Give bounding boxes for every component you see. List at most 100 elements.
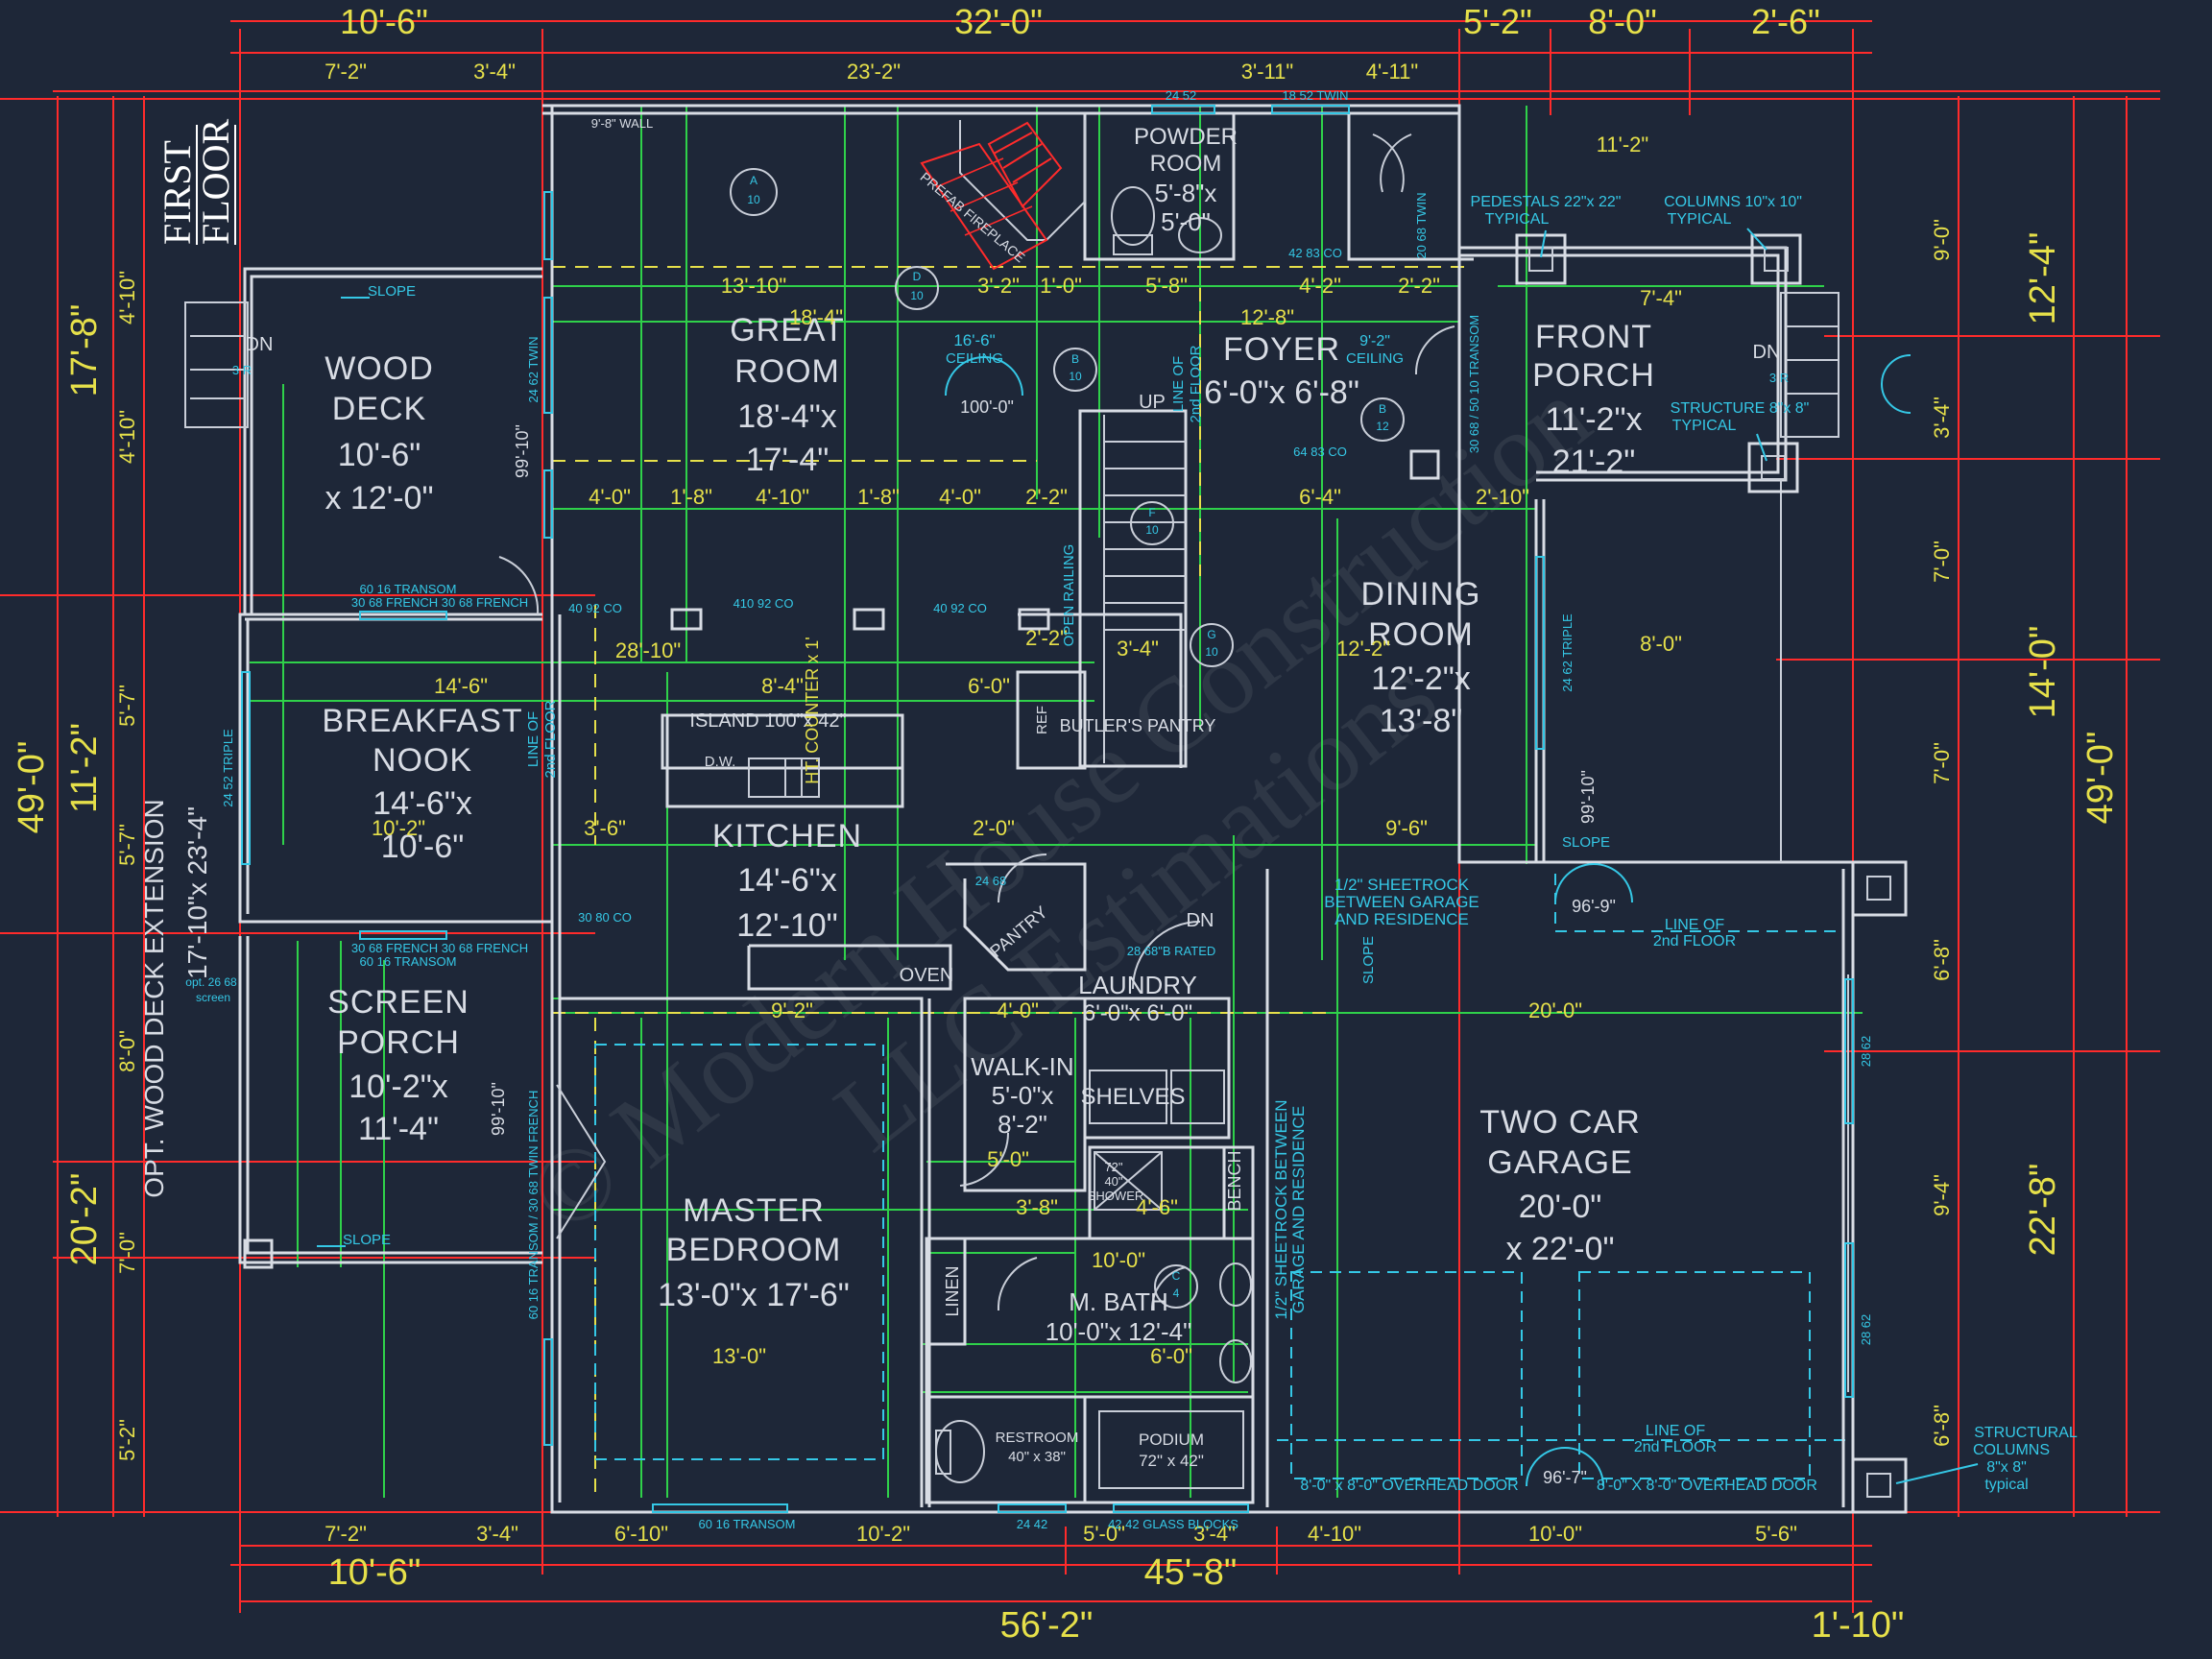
svg-text:17'-8": 17'-8" (64, 304, 105, 397)
svg-text:8"x 8": 8"x 8" (1986, 1459, 2027, 1476)
svg-text:STRUCTURE 8"x 8": STRUCTURE 8"x 8" (1671, 400, 1810, 417)
svg-text:60 16 TRANSOM / 30 68 TWIN FRE: 60 16 TRANSOM / 30 68 TWIN FRENCH (526, 1091, 541, 1320)
svg-text:99'-10": 99'-10" (1578, 770, 1598, 824)
svg-text:4'-10": 4'-10" (1308, 1522, 1361, 1546)
svg-text:18'-4"x: 18'-4"x (737, 398, 837, 435)
svg-text:2nd FLOOR: 2nd FLOOR (542, 700, 559, 778)
svg-text:OPT. WOOD DECK EXTENSION: OPT. WOOD DECK EXTENSION (139, 799, 169, 1197)
svg-text:A: A (750, 174, 757, 187)
svg-text:BREAKFAST: BREAKFAST (322, 703, 522, 739)
svg-text:SLOPE: SLOPE (343, 1232, 391, 1248)
svg-text:17'-10"x 23'-4": 17'-10"x 23'-4" (182, 806, 212, 979)
svg-text:2'-2": 2'-2" (1025, 485, 1068, 509)
svg-text:24 52: 24 52 (1166, 88, 1197, 103)
svg-text:PORCH: PORCH (1532, 357, 1655, 394)
svg-text:SCREEN: SCREEN (327, 984, 469, 1021)
svg-text:6'-10": 6'-10" (614, 1522, 668, 1546)
svg-text:2'-10": 2'-10" (1476, 485, 1529, 509)
svg-text:1/2" SHEETROCK: 1/2" SHEETROCK (1334, 876, 1470, 894)
svg-text:PODIUM: PODIUM (1139, 1431, 1204, 1449)
svg-text:LINE OF: LINE OF (525, 711, 541, 767)
svg-text:14'-6"x: 14'-6"x (737, 862, 837, 899)
svg-text:56'-2": 56'-2" (1000, 1605, 1094, 1646)
svg-text:1'-8": 1'-8" (670, 485, 712, 509)
svg-text:3'-4": 3'-4" (1193, 1522, 1236, 1546)
svg-text:45'-8": 45'-8" (1144, 1552, 1238, 1593)
svg-text:10'-0": 10'-0" (1092, 1248, 1145, 1272)
svg-text:23'-2": 23'-2" (847, 60, 901, 84)
svg-text:ISLAND 100"x 42": ISLAND 100"x 42" (689, 710, 846, 732)
svg-text:3'-4": 3'-4" (476, 1522, 518, 1546)
svg-text:NOOK: NOOK (373, 742, 472, 779)
svg-text:64 83 CO: 64 83 CO (1293, 445, 1347, 459)
svg-text:13'-0": 13'-0" (712, 1344, 766, 1368)
svg-text:COLUMNS: COLUMNS (1973, 1442, 2050, 1458)
svg-text:24 68: 24 68 (975, 874, 1007, 888)
svg-text:STRUCTURAL: STRUCTURAL (1974, 1425, 2078, 1441)
svg-text:5'-7": 5'-7" (115, 824, 139, 866)
svg-text:8'-0": 8'-0" (115, 1030, 139, 1072)
svg-text:PORCH: PORCH (337, 1024, 460, 1061)
svg-text:REF: REF (1034, 706, 1050, 734)
svg-text:GREAT: GREAT (730, 312, 845, 349)
svg-text:5'-6": 5'-6" (1755, 1522, 1797, 1546)
svg-text:10'-2": 10'-2" (856, 1522, 910, 1546)
svg-text:M. BATH: M. BATH (1069, 1287, 1168, 1316)
svg-text:30 68 FRENCH 30 68 FRENCH: 30 68 FRENCH 30 68 FRENCH (351, 941, 528, 955)
svg-text:ROOM: ROOM (1368, 616, 1474, 653)
svg-text:SHOWER: SHOWER (1088, 1189, 1144, 1203)
room-breakfast-nook: BREAKFAST NOOK 14'-6"x 10'-6" (322, 703, 522, 865)
svg-text:FOYER: FOYER (1223, 331, 1340, 368)
svg-text:F: F (1148, 506, 1155, 519)
svg-text:BUTLER'S PANTRY: BUTLER'S PANTRY (1060, 716, 1216, 735)
svg-text:FRONT: FRONT (1535, 319, 1652, 355)
svg-text:3'-11": 3'-11" (1241, 60, 1293, 84)
svg-text:PREFAB FIREPLACE: PREFAB FIREPLACE (918, 169, 1028, 265)
svg-text:28 62: 28 62 (1859, 1036, 1873, 1068)
walls (184, 104, 1908, 1514)
svg-text:OVEN: OVEN (900, 965, 954, 986)
svg-text:3'-6": 3'-6" (584, 816, 626, 840)
svg-text:B: B (1071, 352, 1079, 366)
svg-text:10: 10 (1205, 645, 1218, 659)
svg-text:11'-2": 11'-2" (1597, 132, 1648, 156)
svg-text:2'-6": 2'-6" (1751, 2, 1820, 41)
svg-text:BETWEEN GARAGE: BETWEEN GARAGE (1324, 893, 1479, 911)
svg-text:5'-0": 5'-0" (987, 1147, 1029, 1171)
svg-text:LINE OF: LINE OF (1170, 356, 1187, 412)
svg-text:30 68 FRENCH 30 68 FRENCH: 30 68 FRENCH 30 68 FRENCH (351, 595, 528, 610)
svg-text:10: 10 (1145, 523, 1159, 537)
svg-text:11'-4": 11'-4" (358, 1111, 439, 1147)
svg-text:6'-0": 6'-0" (1150, 1344, 1192, 1368)
svg-text:TYPICAL: TYPICAL (1672, 418, 1737, 434)
small-room-labels: BUTLER'S PANTRY PANTRY RESTROOM 40" x 38… (943, 716, 1244, 1470)
svg-text:3'-8": 3'-8" (1016, 1195, 1058, 1219)
svg-text:21'-2": 21'-2" (1552, 444, 1636, 480)
svg-text:LINE OF: LINE OF (1665, 917, 1724, 933)
room-foyer: FOYER 6'-0"x 6'-8" (1204, 331, 1359, 411)
svg-text:5'-7": 5'-7" (115, 685, 139, 727)
svg-text:60 16 TRANSOM: 60 16 TRANSOM (360, 582, 457, 596)
svg-text:14'-6"x: 14'-6"x (373, 785, 472, 822)
svg-text:SLOPE: SLOPE (368, 283, 416, 300)
svg-text:96'-9": 96'-9" (1572, 897, 1616, 916)
svg-text:BENCH: BENCH (1225, 1150, 1244, 1211)
room-great-room: GREAT ROOM 18'-4"x 17'-4" (730, 312, 845, 478)
svg-text:WALK-IN: WALK-IN (971, 1052, 1073, 1081)
svg-text:13'-8": 13'-8" (1380, 703, 1463, 739)
red-dimension-grid (0, 20, 2160, 1613)
svg-text:20 68 TWIN: 20 68 TWIN (1414, 192, 1429, 258)
svg-text:7'-0": 7'-0" (115, 1232, 139, 1274)
svg-text:screen: screen (196, 991, 230, 1004)
svg-text:16'-6": 16'-6" (953, 331, 995, 349)
title-line-1: FIRST (156, 140, 199, 245)
svg-text:LINE OF: LINE OF (1646, 1423, 1705, 1439)
svg-text:60 16 TRANSOM: 60 16 TRANSOM (360, 954, 457, 969)
svg-text:12'-8": 12'-8" (1240, 305, 1294, 329)
svg-text:2nd FLOOR: 2nd FLOOR (1653, 933, 1736, 950)
svg-text:9'-6": 9'-6" (1385, 816, 1428, 840)
svg-text:7'-4": 7'-4" (1640, 286, 1682, 310)
svg-text:DECK: DECK (332, 391, 426, 427)
svg-text:8'-0": 8'-0" (1640, 632, 1682, 656)
svg-text:9'-8" WALL: 9'-8" WALL (591, 116, 653, 131)
